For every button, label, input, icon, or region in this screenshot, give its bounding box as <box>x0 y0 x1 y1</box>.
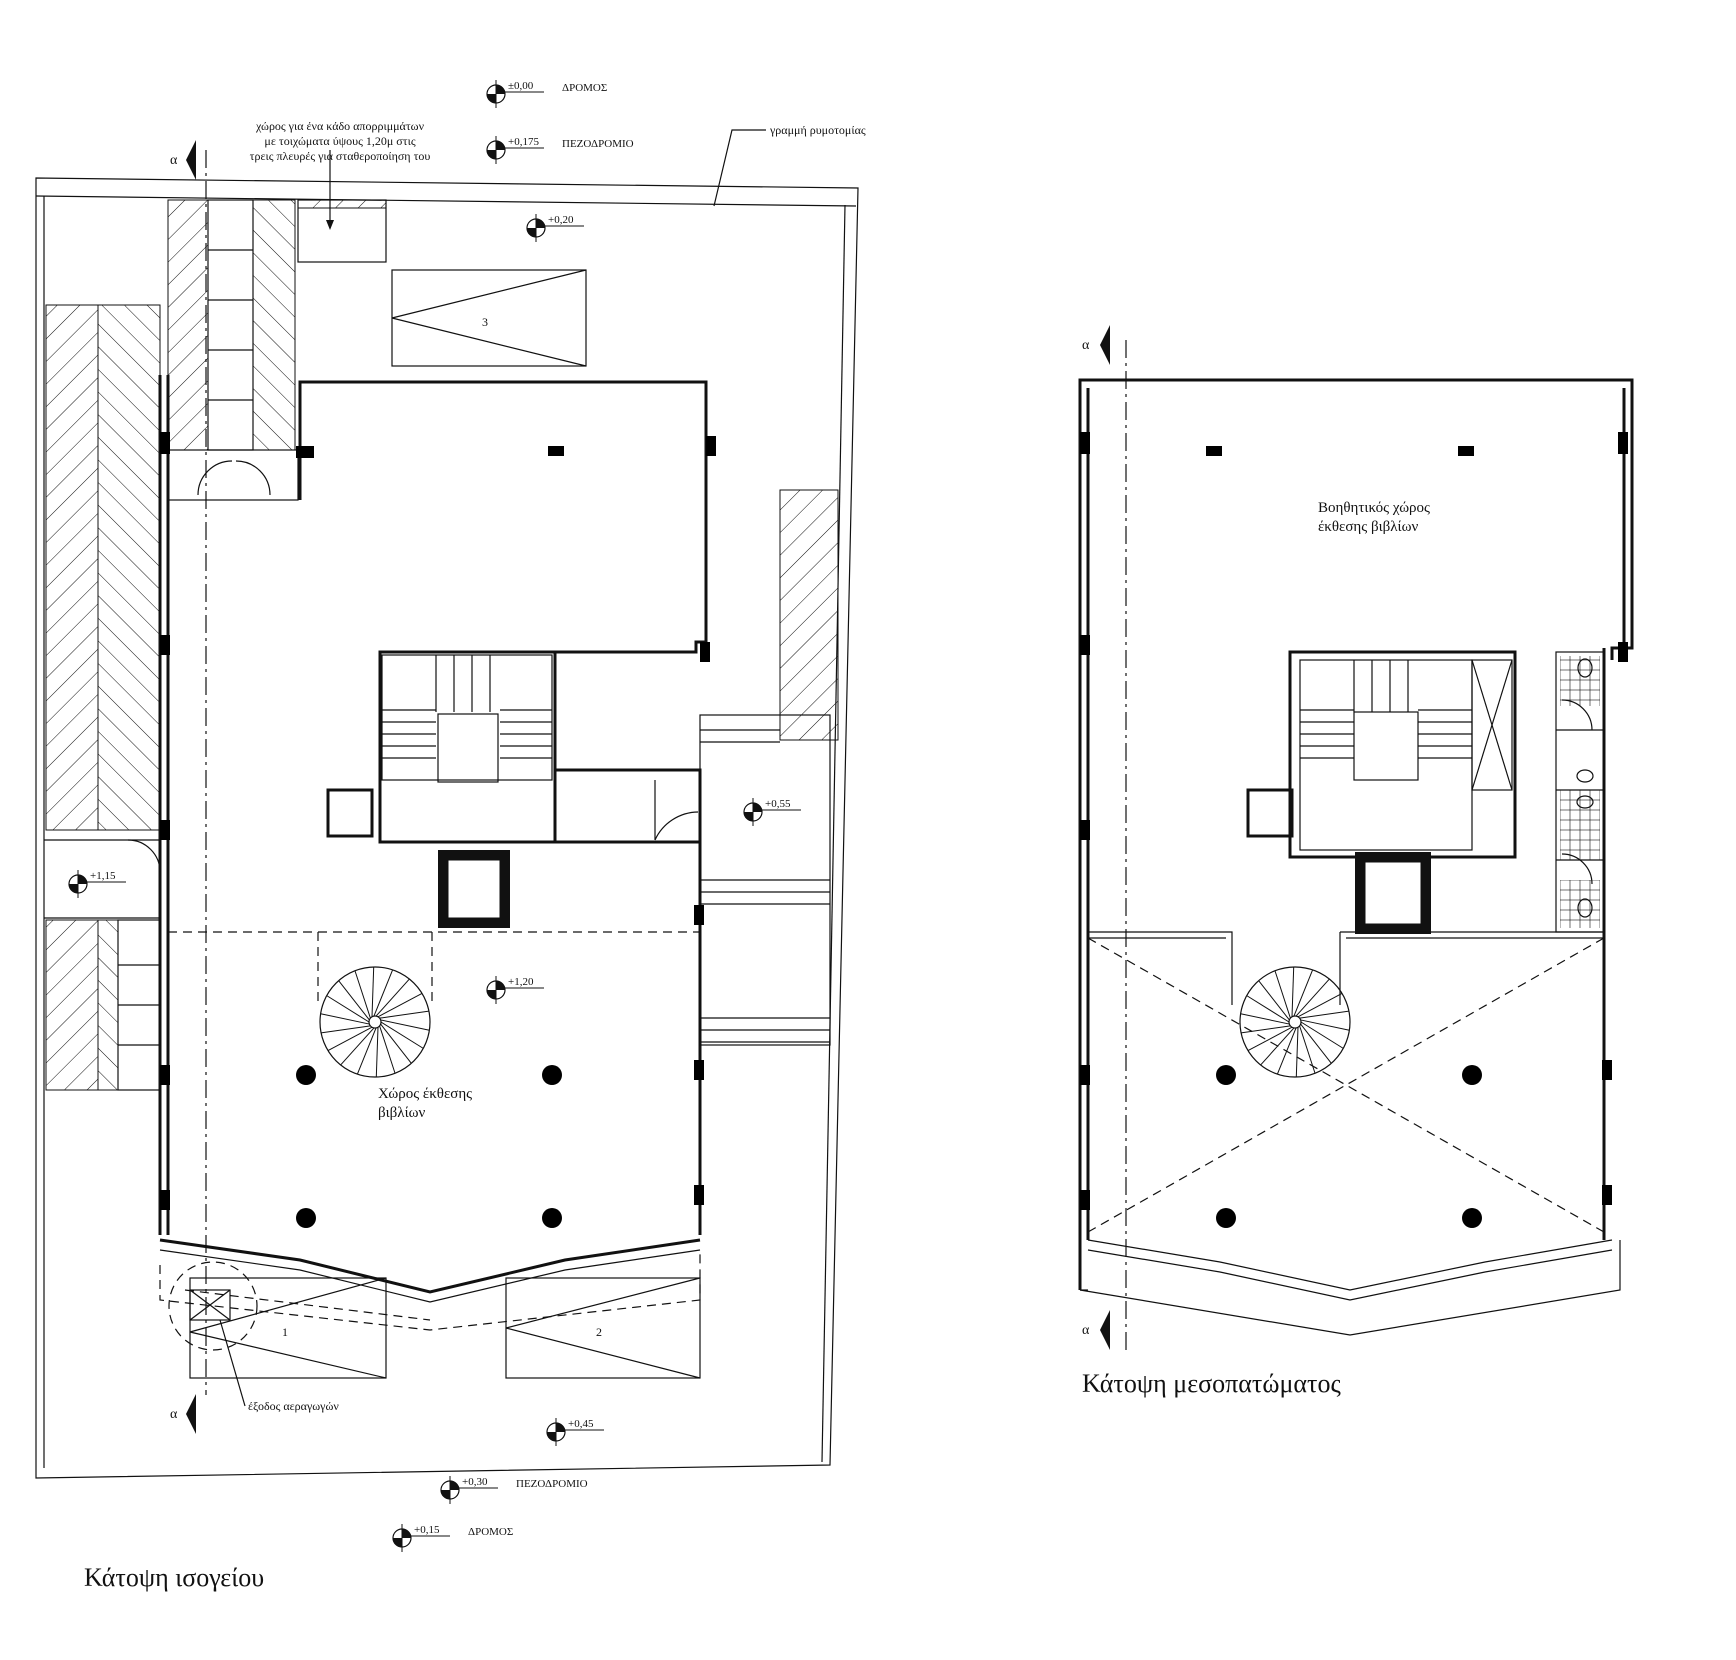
exhibition-room-label-1: Χώρος έκθεσης <box>378 1086 472 1102</box>
bin-note-line-3: τρεις πλευρές για σταθεροποίηση του <box>250 149 431 163</box>
bin-note-line-1: χώρος για ένα κάδο απορριμμάτων <box>255 119 425 133</box>
parking-number-3: 3 <box>482 315 488 329</box>
level-value: +0,20 <box>548 214 574 226</box>
level-value: +0,55 <box>765 798 791 810</box>
mezzanine-staircase <box>1300 660 1472 781</box>
bin-note-line-2: με τοιχώματα ύψους 1,20μ στις <box>264 134 415 148</box>
level-value: +1,20 <box>508 976 534 988</box>
section-mark-bottom: α <box>170 1394 196 1434</box>
left-hatched-strip <box>45 304 161 1091</box>
level-marker-road-bottom: +0,15 ΔΡΟΜΟΣ <box>392 1524 513 1552</box>
alignment-line-label: γραμμή ρυμοτομίας <box>769 123 866 137</box>
level-marker-plot: +0,20 <box>526 214 584 242</box>
parking-number-2: 2 <box>596 1325 602 1339</box>
level-marker-road-top: ±0,00 ΔΡΟΜΟΣ <box>486 80 607 108</box>
level-marker-bottom-plot: +0,45 <box>546 1418 604 1446</box>
level-marker-left: +1,15 <box>68 870 126 898</box>
section-mark-top: α <box>170 140 196 180</box>
level-value: +0,45 <box>568 1418 594 1430</box>
level-label: ΠΕΖΟΔΡΟΜΙΟ <box>516 1478 588 1490</box>
mezzanine-spiral-stair <box>1239 966 1351 1078</box>
spiral-stair <box>319 966 431 1078</box>
plot-boundary <box>35 177 859 1479</box>
entrance-corridor <box>167 199 299 501</box>
mezzanine-title: Κάτοψη μεσοπατώματος <box>1082 1369 1341 1398</box>
level-value: +1,15 <box>90 870 116 882</box>
side-ramp <box>699 489 839 1046</box>
level-value: +0,15 <box>414 1524 440 1536</box>
left-entry <box>44 839 161 919</box>
level-marker-sidewalk-top: +0,175 ΠΕΖΟΔΡΟΜΙΟ <box>486 136 634 164</box>
aux-room-label-1: Βοηθητικός χώρος <box>1318 500 1430 516</box>
mezzanine-outline <box>159 150 701 1395</box>
svg-text:α: α <box>1082 338 1090 353</box>
mezzanine-section-mark-top: α <box>1082 325 1110 365</box>
parking-space-2 <box>505 1277 701 1379</box>
level-value: ±0,00 <box>508 80 534 92</box>
mezzanine-walls <box>1078 340 1634 1350</box>
mezzanine-plan: α α Βοηθητικός χώρος έκθεσης βιβλίων Κάτ… <box>1078 325 1634 1398</box>
level-label: ΠΕΖΟΔΡΟΜΙΟ <box>562 138 634 150</box>
ground-columns <box>160 432 716 1228</box>
parking-space-1 <box>189 1277 387 1379</box>
svg-text:α: α <box>1082 1323 1090 1338</box>
exhaust-label: έξοδος αεραγωγών <box>248 1399 339 1413</box>
parking-space-3 <box>391 269 587 367</box>
ground-floor-title: Κάτοψη ισογείου <box>84 1563 264 1592</box>
mezzanine-section-mark-bottom: α <box>1082 1310 1110 1350</box>
level-value: +0,30 <box>462 1476 488 1488</box>
level-marker-ramp: +0,55 <box>743 798 801 826</box>
level-label: ΔΡΟΜΟΣ <box>468 1526 513 1538</box>
ground-floor-walls <box>158 375 708 1303</box>
aux-room-label-2: έκθεσης βιβλίων <box>1318 519 1418 535</box>
level-value: +0,175 <box>508 136 539 148</box>
svg-text:α: α <box>170 1407 178 1422</box>
svg-text:α: α <box>170 153 178 168</box>
level-label: ΔΡΟΜΟΣ <box>562 82 607 94</box>
level-marker-hall: +1,20 <box>486 976 544 1004</box>
level-marker-sidewalk-bottom: +0,30 ΠΕΖΟΔΡΟΜΙΟ <box>440 1476 588 1504</box>
service-door <box>654 780 699 841</box>
bin-enclosure <box>297 150 387 263</box>
exhibition-room-label-2: βιβλίων <box>378 1105 425 1121</box>
street-alignment-line <box>35 195 857 207</box>
parking-number-1: 1 <box>282 1325 288 1339</box>
mezzanine-columns <box>1080 432 1628 1228</box>
ground-staircase <box>381 654 553 781</box>
